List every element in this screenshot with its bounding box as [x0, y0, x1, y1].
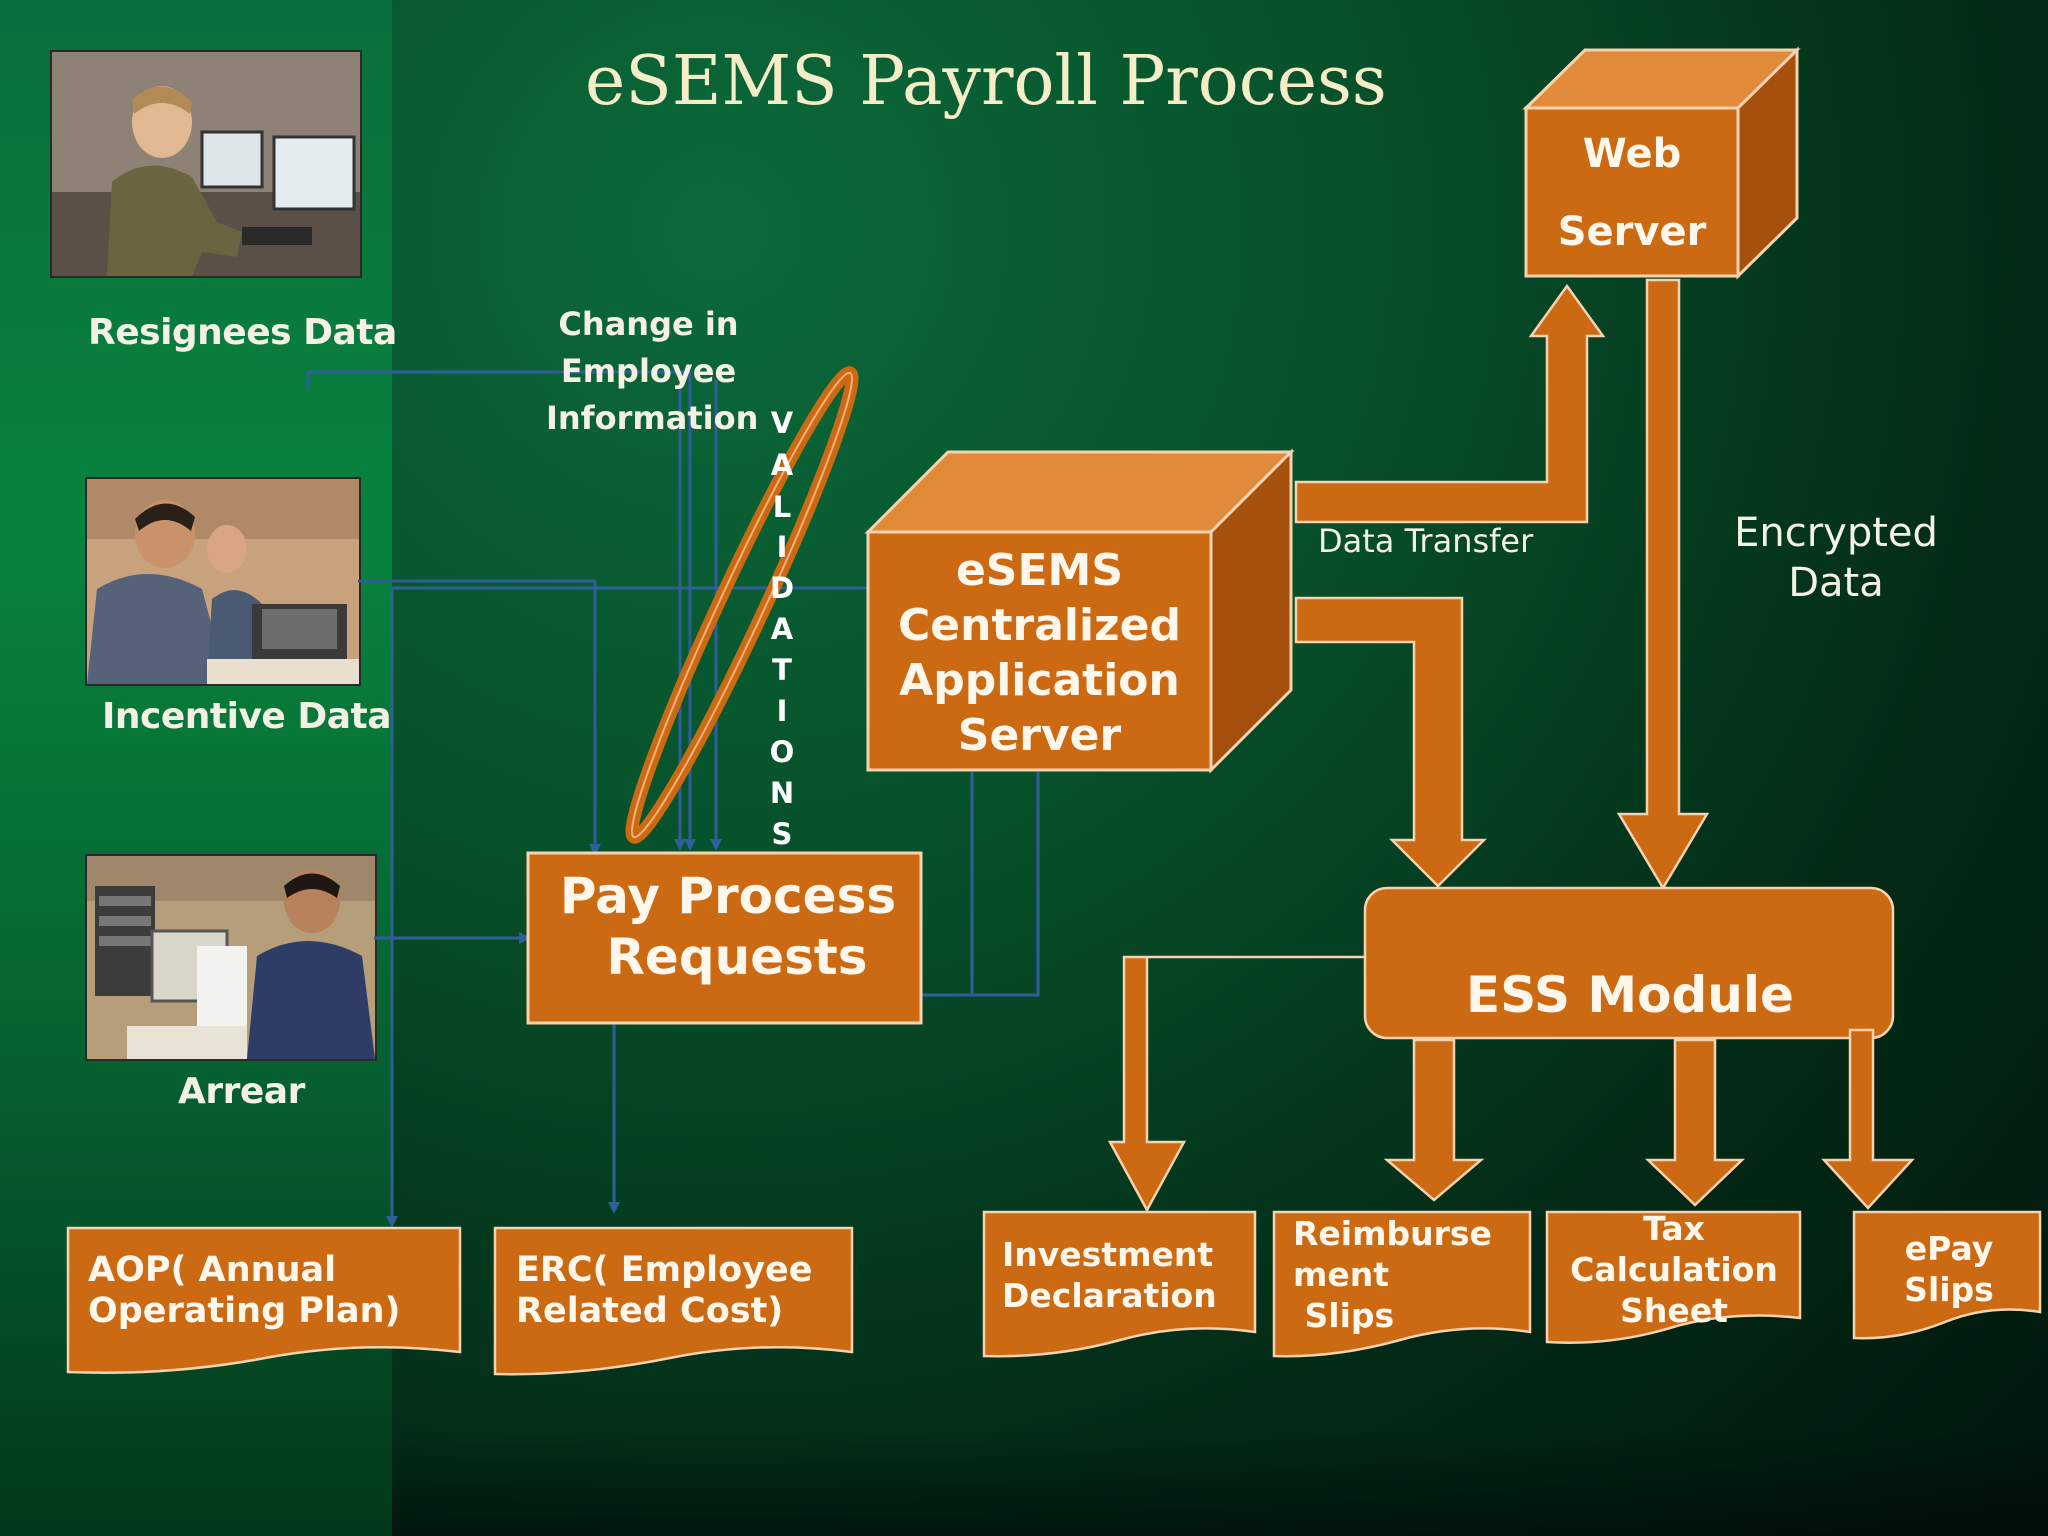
validations-letter: T: [772, 653, 792, 687]
resignees-data-label: Resignees Data: [88, 312, 397, 353]
app-server-line-3: Application: [899, 654, 1180, 706]
ess-to-epay-arrow: [1821, 1028, 1915, 1210]
ess-module-box: [1363, 886, 1895, 1040]
arrear-photo: [85, 854, 377, 1061]
aop-label: AOP( Annual Operating Plan): [88, 1250, 401, 1331]
pay-process-label: Pay Process Requests: [528, 862, 928, 992]
validations-letter: A: [770, 612, 794, 646]
encrypted-data-label: Encrypted Data: [1718, 508, 1954, 608]
incentive-photo: [85, 477, 361, 686]
web-server-line-2: Server: [1557, 209, 1707, 255]
ess-to-reimburse-arrow: [1383, 1038, 1485, 1202]
validations-letter: O: [769, 735, 795, 769]
change-info-line-1: Change in: [558, 305, 739, 343]
app-server-cube: [864, 448, 1295, 774]
validations-letter: V: [770, 406, 794, 440]
app-server-line-2: Centralized: [898, 599, 1181, 651]
ess-module-label: ESS Module: [1466, 966, 1794, 1024]
app-server-line-1: eSEMS: [955, 544, 1124, 596]
pay-process-line-1: Pay Process: [559, 867, 897, 925]
app-server-line-4: Server: [957, 709, 1122, 761]
validations-letter: I: [776, 694, 788, 728]
validations-letter: L: [772, 490, 792, 524]
encrypted-data-arrow: [1616, 278, 1710, 891]
pay-process-line-2: Requests: [606, 928, 868, 986]
ess-to-investment-arrow: [1107, 955, 1365, 1213]
incentive-data-label: Incentive Data: [102, 696, 392, 737]
validations-letter: A: [770, 448, 794, 482]
ess-to-tax-arrow: [1644, 1038, 1746, 1207]
validations-oval: [625, 366, 859, 844]
resignees-photo: [50, 50, 362, 278]
erc-label: ERC( Employee Related Cost): [516, 1250, 813, 1331]
web-server-line-1: Web: [1582, 131, 1682, 177]
epay-label: ePay Slips: [1904, 1229, 1994, 1309]
validations-letter: I: [776, 530, 788, 564]
web-server-label: Web Server: [1526, 118, 1738, 268]
validations-letter: N: [769, 776, 795, 810]
investment-document: [982, 1210, 1257, 1358]
data-transfer-label: Data Transfer: [1318, 522, 1534, 560]
app-server-label: eSEMS Centralized Application Server: [868, 540, 1211, 765]
validations-letter: S: [771, 817, 793, 851]
reimburse-document: [1272, 1210, 1532, 1358]
validations-letter: D: [769, 571, 795, 605]
server-to-ess-arrow: [1294, 596, 1488, 888]
reimburse-label: Reimburse ment Slips: [1293, 1214, 1492, 1335]
tax-label: Tax Calculation Sheet: [1570, 1209, 1778, 1330]
change-info-note: Change in Employee Information: [546, 301, 759, 442]
resignees-connector: [306, 370, 696, 851]
data-transfer-arrow: [1294, 283, 1606, 524]
encrypted-line-1: Encrypted: [1734, 510, 1938, 556]
change-info-line-2: Employee: [560, 352, 737, 390]
change-info-line-3: Information: [546, 399, 759, 437]
web-server-cube: [1522, 46, 1801, 280]
tax-document: [1545, 1210, 1802, 1344]
pay-process-box: [526, 851, 923, 1025]
erc-document: [493, 1226, 854, 1376]
encrypted-line-2: Data: [1788, 560, 1884, 606]
slide-title: eSEMS Payroll Process: [585, 42, 1387, 121]
epay-document: [1852, 1210, 2042, 1340]
incentive-connector: [358, 579, 601, 856]
bottom-shade: [392, 1430, 2048, 1536]
aop-document: [66, 1226, 462, 1374]
arrear-label: Arrear: [178, 1071, 305, 1112]
investment-label: Investment Declaration: [1002, 1235, 1217, 1315]
